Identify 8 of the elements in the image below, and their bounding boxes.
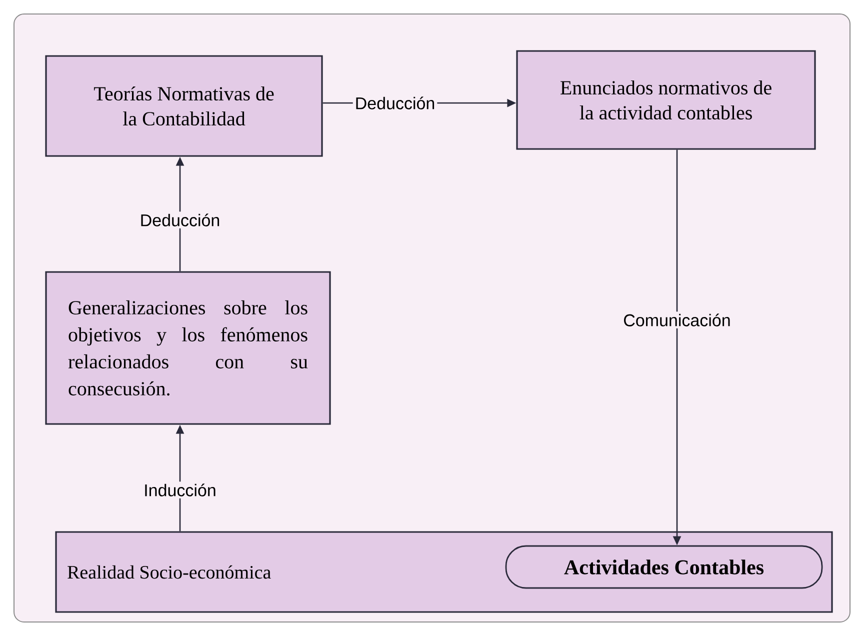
concept-box: Enunciados normativos de la actividad contables bbox=[516, 50, 816, 150]
concept-box: Teorías Normativas de la Contabilidad bbox=[45, 55, 323, 157]
rounded-label: Actividades Contables bbox=[505, 545, 823, 589]
edge-label: Inducción bbox=[142, 482, 218, 498]
concept-box: Generalizaciones sobre los objetivos y los fenómenos relacionados con su consecusión. bbox=[45, 271, 331, 425]
edge-label: Deducción bbox=[138, 212, 222, 228]
edge-label: Deducción bbox=[352, 94, 438, 112]
edge-label: Comunicación bbox=[621, 312, 733, 328]
